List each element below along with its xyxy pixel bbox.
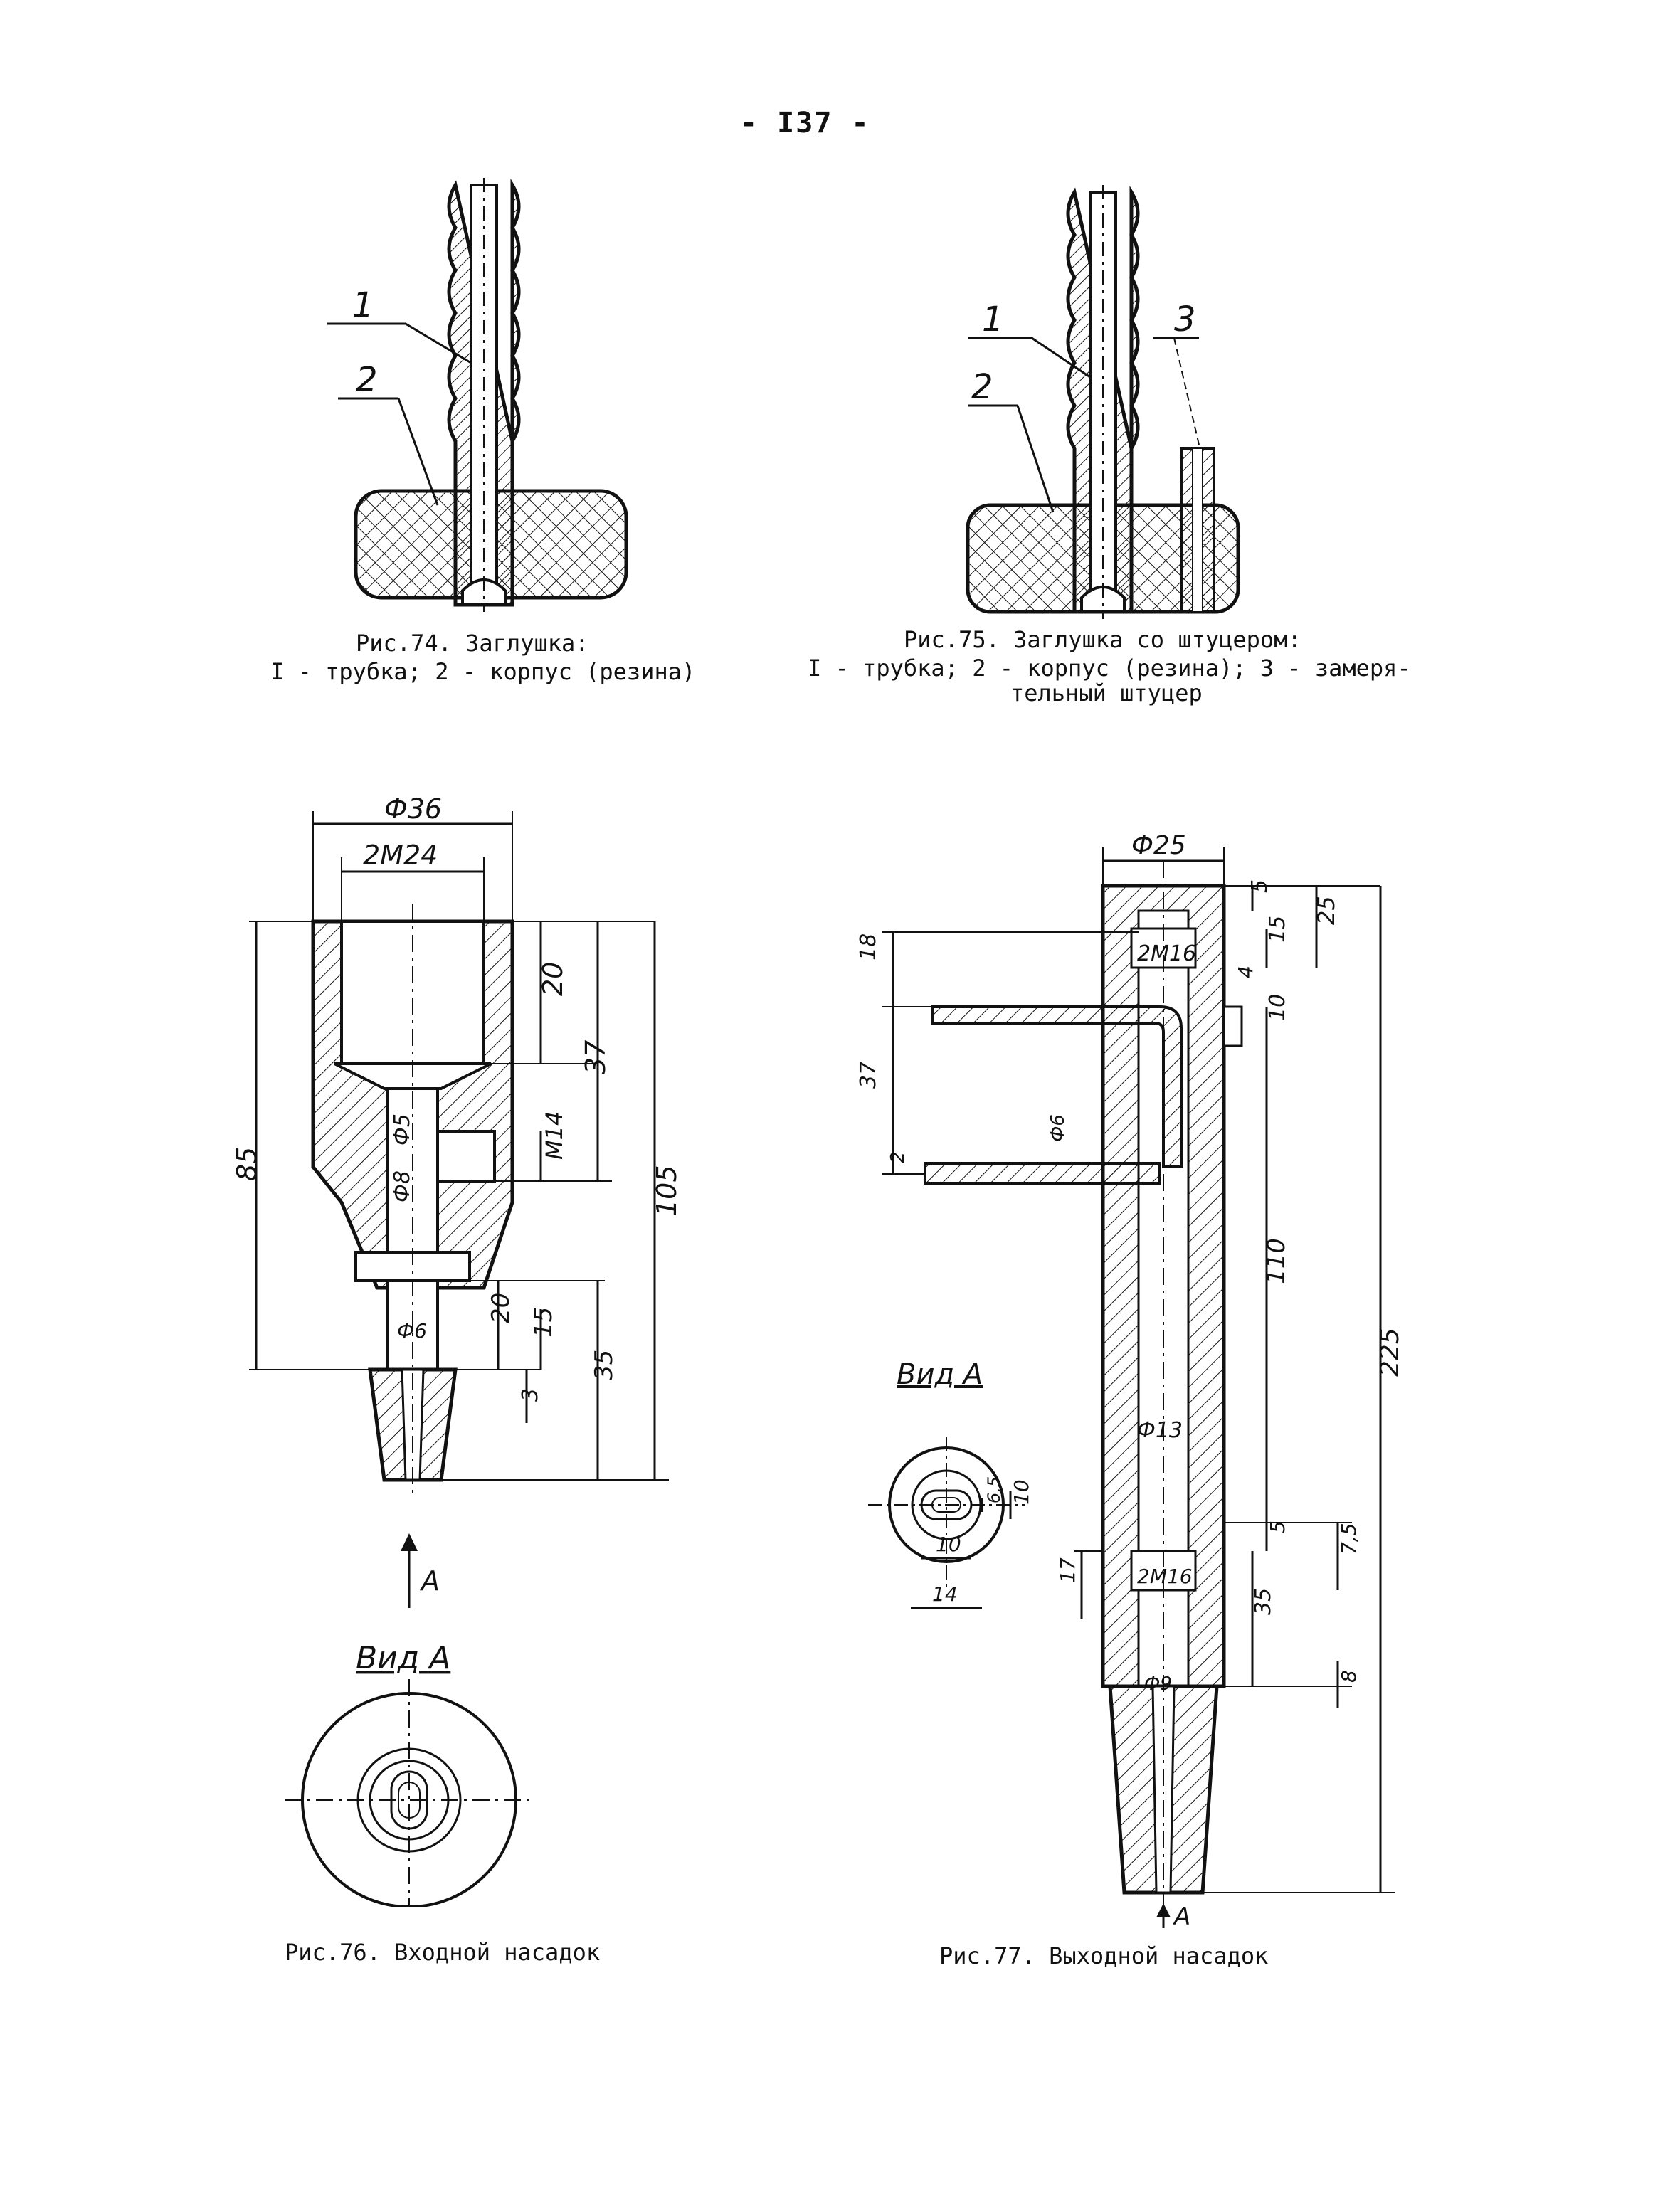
fig77-arrow-label: A: [1173, 1903, 1190, 1928]
fig76-dim-d15: 15: [529, 1307, 558, 1338]
fig77-dim-d9: Ф9: [1144, 1673, 1172, 1695]
fig77-dim-d25b: 25: [1313, 896, 1340, 925]
fig74-label-1: 1: [352, 285, 374, 325]
fig76-dim-d20b: 20: [487, 1293, 515, 1323]
fig77-view-dim-14: 14: [932, 1582, 958, 1606]
fig74-caption-line1: Рис.74. Заглушка:: [356, 630, 589, 657]
fig77-dim-d15: 15: [1265, 916, 1290, 943]
fig76-dim-d3: 3: [518, 1388, 543, 1402]
fig76-dim-d85: 85: [231, 1147, 263, 1181]
fig75-label-3: 3: [1174, 300, 1196, 339]
figure-75: 1 2 3: [939, 171, 1309, 626]
fig76-dim-m24: 2M24: [363, 840, 438, 871]
fig76-dim-d36: Ф36: [384, 797, 442, 825]
fig77-view-label: Вид А: [897, 1358, 983, 1391]
fig77-dim-d2: 2: [887, 1151, 909, 1163]
figure-76: Ф36 2M24 85 20 37 M14 105 Ф5 Ф8 20 15 35: [228, 793, 726, 1921]
figure-74: 1 2: [285, 164, 726, 619]
fig76-dim-d35: 35: [590, 1350, 618, 1380]
fig76-caption: Рис.76. Входной насадок: [285, 1939, 601, 1966]
fig76-arrow-label: A: [419, 1565, 440, 1597]
fig77-view-dim-10b: 10: [1010, 1479, 1033, 1505]
fig76-dim-m14: M14: [541, 1111, 568, 1160]
fig76-dim-d6: Ф6: [397, 1319, 427, 1343]
fig77-dim-d35: 35: [1251, 1588, 1276, 1615]
fig77-dim-d10: 10: [1265, 994, 1290, 1021]
fig75-caption-line3: тельный штуцер: [1010, 679, 1203, 707]
fig77-view-dim-10a: 10: [936, 1533, 961, 1556]
fig77-dim-d8: 8: [1337, 1670, 1361, 1683]
fig77-dim-m16b: 2M16: [1137, 1565, 1193, 1588]
fig77-dim-d25: Ф25: [1131, 831, 1186, 860]
fig76-dim-d20a: 20: [537, 962, 569, 996]
fig76-dim-d105: 105: [651, 1165, 682, 1217]
fig77-dim-d5b: 5: [1266, 1520, 1289, 1533]
fig77-dim-d110: 110: [1262, 1238, 1291, 1284]
fig77-dim-d5a: 5: [1247, 879, 1272, 893]
fig75-label-2: 2: [971, 367, 993, 407]
fig76-dim-d37: 37: [580, 1040, 611, 1074]
fig77-dim-d13: Ф13: [1137, 1418, 1183, 1443]
fig77-dim-d17: 17: [1056, 1557, 1079, 1583]
fig75-caption-line1: Рис.75. Заглушка со штуцером:: [904, 626, 1301, 653]
fig77-dim-d4: 4: [1234, 965, 1257, 978]
fig75-label-1: 1: [982, 300, 1004, 339]
fig76-view-label: Вид А: [356, 1640, 450, 1676]
fig76-dim-d5: Ф5: [390, 1113, 415, 1146]
fig77-dim-d18: 18: [856, 933, 881, 961]
fig77-view-dim-6-5: 6,5: [984, 1476, 1004, 1503]
figure-75-drawing: 1 2 3: [966, 185, 1240, 619]
page-number: - I37 -: [740, 107, 870, 139]
fig77-dim-d7-5: 7,5: [1337, 1523, 1361, 1555]
fig75-caption-line2: I - трубка; 2 - корпус (резина); 3 - зам…: [808, 655, 1411, 682]
fig77-dim-d6: Ф6: [1047, 1114, 1069, 1142]
figure-74-drawing: 1 2: [327, 178, 628, 612]
fig77-dim-m16a: 2M16: [1137, 941, 1196, 966]
fig77-caption: Рис.77. Выходной насадок: [939, 1942, 1269, 1969]
fig74-label-2: 2: [356, 360, 378, 400]
figure-77: Ф25 2M16 5 25 15 4 10 18 37 2 Ф6 110 225…: [840, 818, 1409, 1931]
fig77-dim-d37: 37: [856, 1062, 881, 1089]
fig74-caption-line2: I - трубка; 2 - корпус (резина): [270, 658, 696, 685]
fig76-dim-d8: Ф8: [390, 1170, 415, 1202]
figure-76-drawing: Ф36 2M24 85 20 37 M14 105 Ф5 Ф8 20 15 35: [231, 793, 682, 1921]
figure-77-drawing: Ф25 2M16 5 25 15 4 10 18 37 2 Ф6 110 225…: [856, 831, 1405, 1931]
fig77-dim-d225: 225: [1375, 1328, 1405, 1377]
